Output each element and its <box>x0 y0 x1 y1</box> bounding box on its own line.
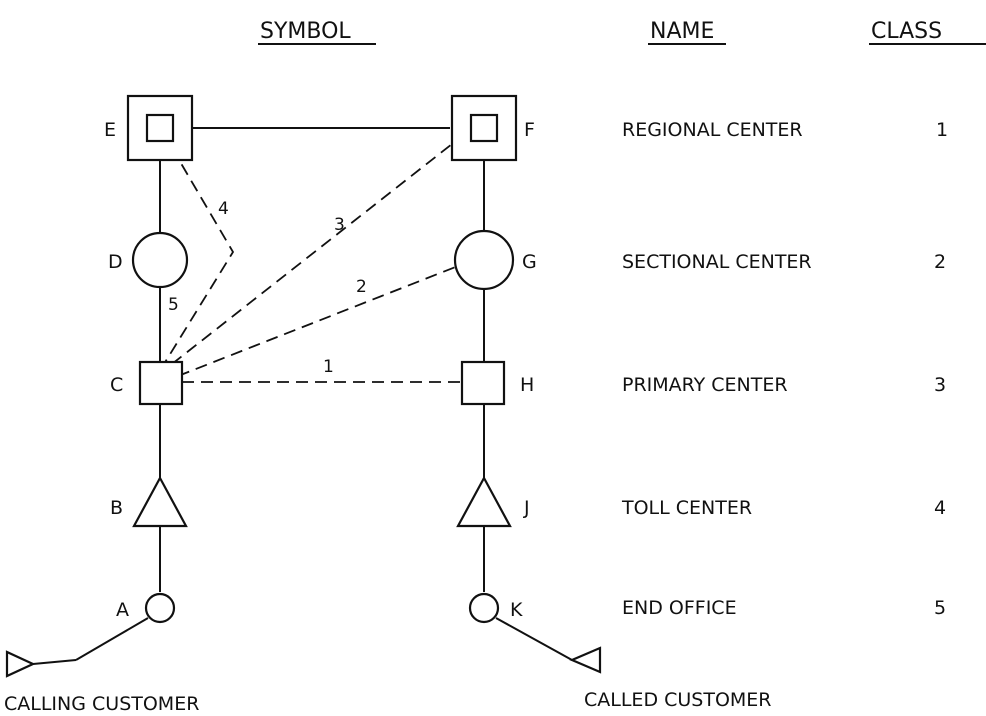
route-2-c-g <box>177 265 459 377</box>
node-h-primary-center-icon <box>460 360 506 406</box>
node-f-inner-square-icon <box>469 113 499 143</box>
node-j-toll-center-icon <box>456 475 512 528</box>
calling-customer-telephone-icon <box>5 650 36 678</box>
node-label-f: F <box>524 119 535 141</box>
node-b-toll-center-icon <box>132 475 188 528</box>
node-c-primary-center-icon <box>138 360 184 406</box>
called-customer-telephone-icon <box>569 646 602 674</box>
link-a-calling <box>75 617 149 661</box>
called-customer-label: CALLED CUSTOMER <box>584 689 772 711</box>
row-class-3: 3 <box>934 374 946 396</box>
route-3-c-f <box>171 143 453 365</box>
row-class-4: 4 <box>934 497 946 519</box>
link-k-called <box>495 617 573 661</box>
route-4-c-e <box>163 147 235 365</box>
node-d-sectional-center-icon <box>131 231 189 289</box>
row-name-end-office: END OFFICE <box>622 597 737 619</box>
node-label-k: K <box>510 599 523 621</box>
route-label-5: 5 <box>168 295 179 315</box>
row-class-1: 1 <box>936 119 948 141</box>
calling-customer-stub <box>32 659 77 665</box>
row-name-sectional-center: SECTIONAL CENTER <box>622 251 812 273</box>
calling-customer-label: CALLING CUSTOMER <box>4 693 199 715</box>
route-label-2: 2 <box>356 277 367 297</box>
node-label-h: H <box>520 374 534 396</box>
header-symbol: SYMBOL <box>260 19 351 44</box>
row-class-5: 5 <box>934 597 946 619</box>
node-label-e: E <box>104 119 116 141</box>
node-label-g: G <box>522 251 537 273</box>
node-label-d: D <box>108 251 123 273</box>
node-g-sectional-center-icon <box>453 229 515 291</box>
node-label-a: A <box>116 599 129 621</box>
node-k-end-office-icon <box>468 592 500 624</box>
header-name: NAME <box>650 19 714 44</box>
route-label-3: 3 <box>334 215 345 235</box>
route-label-4: 4 <box>218 199 229 219</box>
node-label-j: J <box>523 497 530 519</box>
row-name-regional-center: REGIONAL CENTER <box>622 119 803 141</box>
row-name-primary-center: PRIMARY CENTER <box>622 374 788 396</box>
row-name-toll-center: TOLL CENTER <box>621 497 752 519</box>
node-e-inner-square-icon <box>145 113 175 143</box>
header-class: CLASS <box>871 19 942 44</box>
row-class-2: 2 <box>934 251 946 273</box>
route-label-1: 1 <box>323 357 334 377</box>
node-label-b: B <box>110 497 123 519</box>
node-label-c: C <box>110 374 123 396</box>
node-a-end-office-icon <box>144 592 176 624</box>
